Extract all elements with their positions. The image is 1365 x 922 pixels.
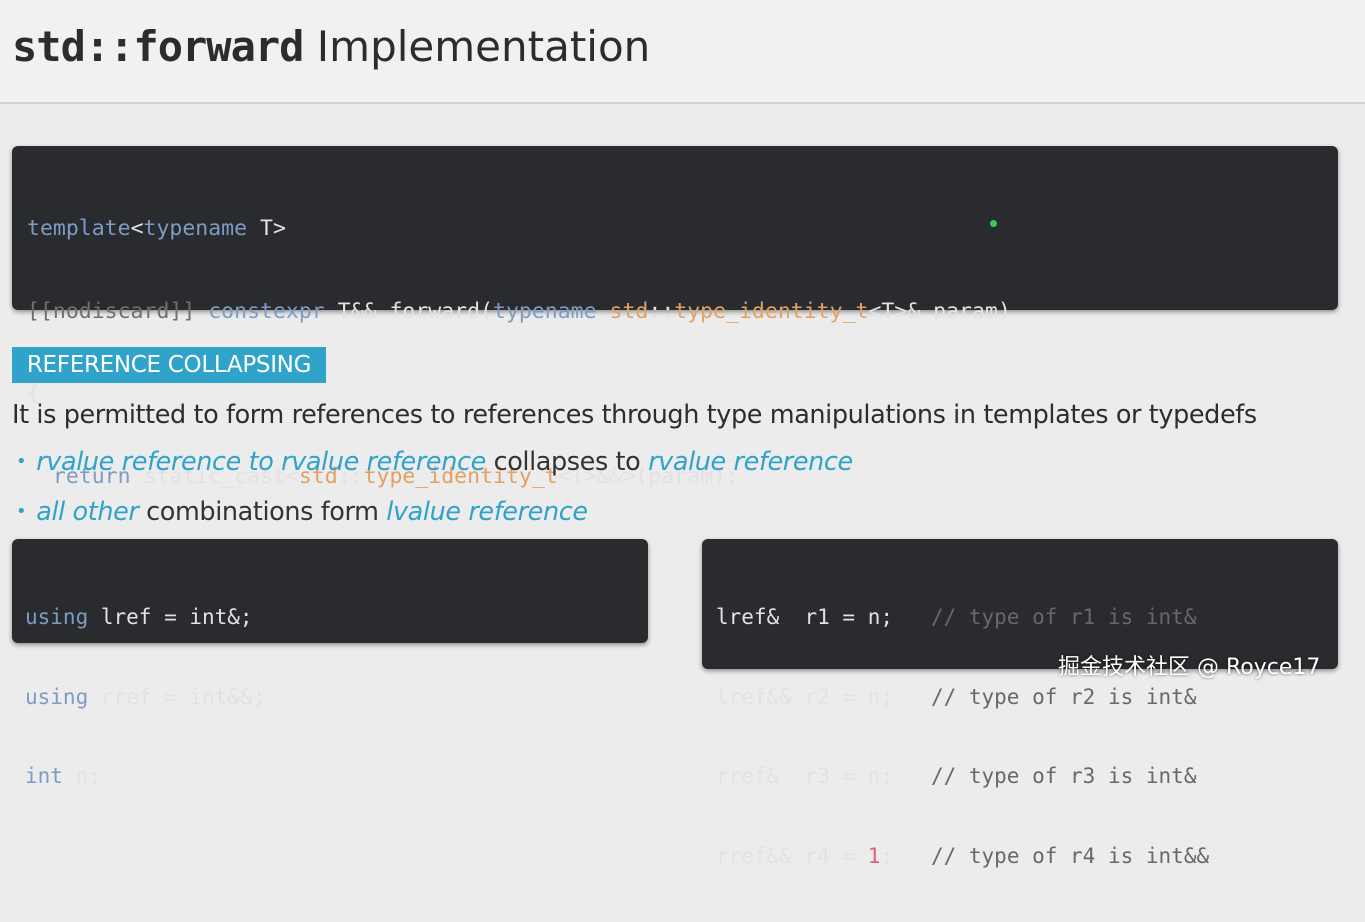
code-line: template<typename T>	[27, 216, 286, 241]
forward-code-block: template<typename T> [[nodiscard]] const…	[12, 146, 1338, 571]
typedef-code-block: using lref = int&; using rref = int&&; i…	[12, 539, 648, 788]
description-text: It is permitted to form references to re…	[12, 400, 1257, 430]
slide-header: std::forward Implementation	[0, 0, 1365, 104]
code-line: rref&& r4 = 1; // type of r4 is int&&	[716, 843, 1210, 868]
title-code: std::forward	[12, 22, 304, 71]
code-line: int n;	[25, 764, 101, 788]
bullet-dot-icon: •	[16, 501, 27, 522]
bullet-item: •rvalue reference to rvalue reference co…	[16, 447, 853, 477]
code-line: [[nodiscard]] constexpr T&& forward(type…	[27, 298, 1011, 324]
bullet-item: •all other combinations form lvalue refe…	[16, 497, 588, 527]
section-badge: REFERENCE COLLAPSING	[12, 347, 326, 383]
code-line: rref& r3 = n; // type of r3 is int&	[716, 764, 1197, 788]
code-line: lref& r1 = n; // type of r1 is int&	[716, 605, 1197, 629]
title-text: Implementation	[303, 22, 651, 71]
bullet-dot-icon: •	[16, 451, 27, 472]
code-line: using lref = int&;	[25, 605, 253, 629]
cursor-dot	[990, 220, 997, 227]
code-line: {	[27, 381, 40, 406]
slide-title: std::forward Implementation	[12, 22, 650, 71]
code-line: return static_cast<std::type_identity_t<…	[52, 463, 739, 489]
code-line: using rref = int&&;	[25, 684, 266, 709]
code-line: lref&& r2 = n; // type of r2 is int&	[716, 684, 1197, 709]
watermark: 掘金技术社区 @ Royce17	[1058, 655, 1321, 680]
